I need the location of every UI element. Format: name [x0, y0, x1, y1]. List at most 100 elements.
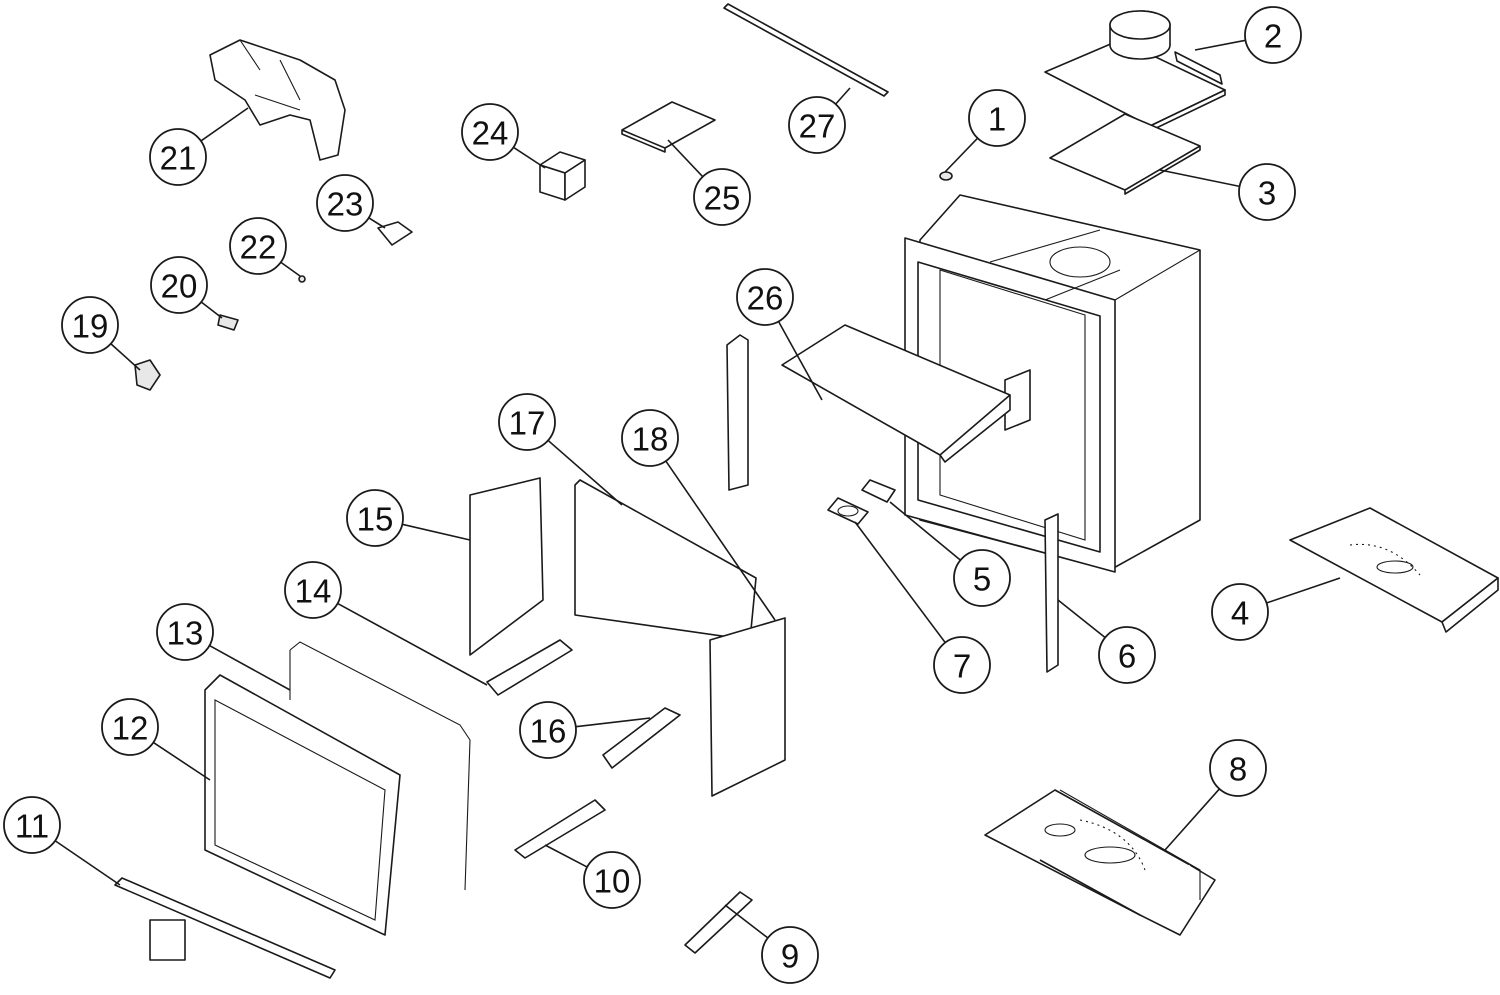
callout-21: 21: [149, 107, 249, 186]
callout-number: 22: [240, 229, 277, 266]
leader-line-20: [200, 301, 223, 319]
part-26-baffle: [781, 324, 1011, 463]
leader-line-25: [667, 139, 704, 178]
part-27-rod: [723, 3, 889, 97]
callout-circle: [1211, 583, 1269, 641]
callout-circle: [149, 128, 207, 186]
leader-line-4: [1266, 577, 1341, 604]
part-10-support: [514, 799, 606, 859]
callout-number: 27: [799, 108, 836, 145]
callout-circle: [346, 489, 404, 547]
part-12-glass-door: [204, 674, 401, 936]
callout-number: 11: [15, 808, 49, 845]
part-2-vent-adapter: [1044, 10, 1226, 132]
callout-12: 12: [101, 698, 211, 781]
callout-number: 25: [704, 180, 741, 217]
callout-number: 20: [161, 268, 198, 305]
callout-circle: [761, 926, 819, 984]
leader-line-10: [544, 844, 588, 868]
callout-9: 9: [724, 904, 819, 984]
part-side-strip: [726, 334, 749, 491]
callout-number: 4: [1231, 595, 1249, 632]
leader-line-27: [835, 87, 851, 105]
callout-18: 18: [621, 409, 776, 621]
part-25-panel: [621, 101, 716, 153]
callout-25: 25: [667, 139, 751, 226]
callout-22: 22: [229, 217, 301, 277]
callout-circle: [1209, 739, 1267, 797]
callout-number: 12: [112, 710, 149, 747]
callout-number: 23: [327, 186, 364, 223]
callout-23: 23: [316, 174, 386, 232]
callout-2: 2: [1194, 6, 1302, 64]
part-17-rear-panel: [574, 479, 757, 641]
leader-line-24: [512, 146, 546, 169]
callout-circle: [1244, 6, 1302, 64]
leader-line-13: [209, 644, 291, 691]
callout-number: 15: [357, 501, 394, 538]
callout-circle: [968, 89, 1026, 147]
callout-circle: [693, 168, 751, 226]
callout-15: 15: [346, 489, 471, 547]
callout-16: 16: [519, 701, 651, 759]
callout-circle: [61, 296, 119, 354]
callout-circle: [1098, 626, 1156, 684]
callout-circle: [788, 96, 846, 154]
callout-circle: [736, 268, 794, 326]
callout-26: 26: [736, 268, 823, 401]
callout-circle: [933, 636, 991, 694]
leader-line-11: [54, 840, 121, 886]
callout-number: 2: [1264, 18, 1282, 55]
callout-number: 26: [747, 280, 784, 317]
callout-number: 16: [530, 713, 567, 750]
part-24-cube: [539, 151, 586, 201]
part-23-bracket: [377, 221, 413, 246]
callout-circle: [498, 393, 556, 451]
part-3-plate: [1049, 113, 1201, 195]
callout-circle: [1238, 163, 1296, 221]
callout-27: 27: [788, 87, 851, 154]
callout-4: 4: [1211, 577, 1341, 641]
callout-circle: [229, 217, 287, 275]
leader-line-8: [1164, 788, 1220, 851]
callout-number: 19: [72, 308, 109, 345]
callout-circle: [156, 603, 214, 661]
leader-line-5: [889, 501, 961, 561]
part-20-fitting: [217, 314, 239, 331]
callout-1: 1: [944, 89, 1026, 173]
leader-line-14: [337, 602, 488, 686]
part-22-knob: [298, 275, 306, 283]
callout-number: 9: [781, 938, 799, 975]
part-21-log-set: [209, 39, 346, 161]
parts-layer: [114, 3, 1499, 979]
callout-number: 8: [1229, 751, 1247, 788]
callout-number: 3: [1258, 175, 1276, 212]
part-16-log-wedge: [602, 707, 681, 769]
callout-11: 11: [3, 796, 121, 886]
callout-13: 13: [156, 603, 291, 691]
callout-circle: [150, 256, 208, 314]
part-4-burner-tray: [1289, 507, 1499, 633]
part-15-side-brick: [469, 477, 544, 656]
callout-circle: [3, 796, 61, 854]
part-8-burner-assembly: [984, 789, 1216, 936]
leader-line-23: [368, 217, 386, 229]
leader-line-7: [854, 521, 946, 644]
part-11-rail: [114, 877, 336, 979]
leader-line-6: [1057, 599, 1106, 639]
leader-line-21: [200, 107, 249, 142]
leader-line-15: [402, 523, 471, 541]
leader-line-12: [152, 741, 211, 781]
callout-14: 14: [284, 561, 488, 686]
callout-circle: [583, 851, 641, 909]
callout-3: 3: [1159, 163, 1296, 221]
leader-line-18: [665, 460, 776, 621]
part-13-gasket: [289, 641, 471, 891]
callout-number: 13: [167, 615, 204, 652]
callout-circle: [101, 698, 159, 756]
leader-line-26: [777, 321, 823, 401]
callout-5: 5: [889, 501, 1011, 607]
